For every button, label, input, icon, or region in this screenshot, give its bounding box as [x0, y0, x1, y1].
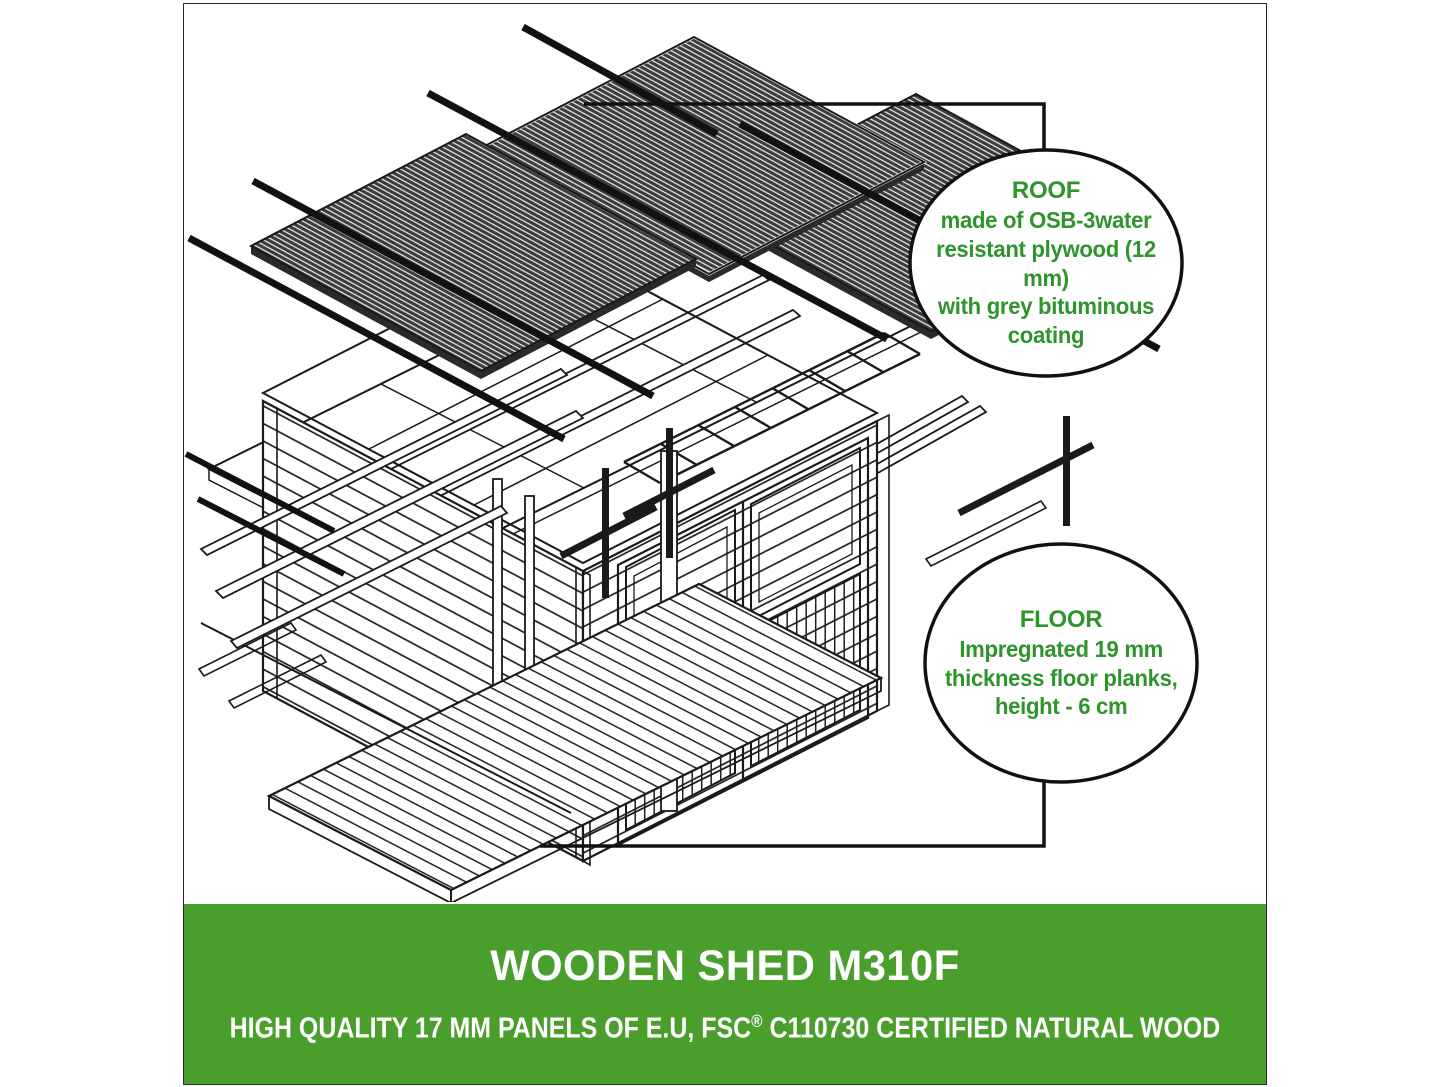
floor-callout: FLOOR Impregnated 19 mm thickness floor …: [925, 574, 1197, 752]
roof-callout-circle: [908, 148, 1184, 378]
door-jamb-parts: [492, 416, 1095, 812]
roof-connector-line: [584, 102, 1046, 151]
infographic-frame: ROOF made of OSB-3water resistant plywoo…: [183, 3, 1267, 1085]
product-banner: WOODEN SHED M310F HIGH QUALITY 17 MM PAN…: [184, 904, 1266, 1084]
floor-platform: [197, 582, 884, 902]
registered-trademark-symbol: ®: [751, 1011, 763, 1032]
roof-panel-left: [248, 132, 699, 379]
product-title: WOODEN SHED M310F: [490, 942, 960, 991]
roof-callout-title: ROOF: [1011, 177, 1081, 205]
product-subtitle: HIGH QUALITY 17 MM PANELS OF E.U, FSC® C…: [230, 1011, 1221, 1046]
subtitle-text-cont: C110730 CERTIFIED NATURAL WOOD: [762, 1012, 1221, 1045]
floor-callout-body: Impregnated 19 mm thickness floor planks…: [944, 635, 1178, 720]
floor-callout-circle: [923, 542, 1199, 784]
roof-callout: ROOF made of OSB-3water resistant plywoo…: [910, 172, 1182, 354]
floor-connector-line: [540, 781, 1046, 848]
roof-callout-body: made of OSB-3water resistant plywood (12…: [936, 207, 1156, 349]
floor-callout-title: FLOOR: [1019, 605, 1103, 633]
shed-exploded-drawing: [184, 23, 1199, 902]
subtitle-text: HIGH QUALITY 17 MM PANELS OF E.U, FSC: [229, 1012, 752, 1045]
callout-connectors: [540, 102, 1046, 848]
